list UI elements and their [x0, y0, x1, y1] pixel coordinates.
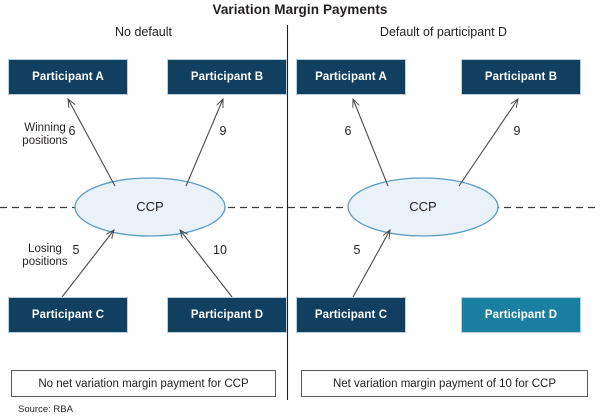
flow-c-to-ccp-right — [352, 230, 390, 298]
caption-default-of-d: Net variation margin payment of 10 for C… — [301, 370, 588, 397]
winning-positions-line2: positions — [22, 135, 68, 147]
page-title: Variation Margin Payments — [212, 2, 388, 17]
node-participant-c-right[interactable]: Participant C — [296, 297, 406, 333]
node-participant-d-left[interactable]: Participant D — [167, 297, 287, 333]
caption-no-default: No net variation margin payment for CCP — [11, 370, 276, 397]
ccp-ellipse-right — [347, 177, 499, 237]
flow-ccp-to-b-right — [458, 99, 518, 187]
flow-value-c-to-ccp-left: 5 — [72, 243, 80, 257]
flow-value-c-to-ccp-right: 5 — [353, 243, 361, 257]
winning-positions-label: Winning positions — [6, 122, 84, 148]
flow-ccp-to-b-left — [185, 99, 224, 187]
flow-value-ccp-to-a-right: 6 — [344, 124, 352, 138]
node-participant-b-right[interactable]: Participant B — [461, 59, 581, 95]
flow-ccp-to-a-left — [68, 99, 116, 187]
node-participant-a-right[interactable]: Participant A — [296, 59, 406, 95]
panel-label-no-default: No default — [115, 25, 172, 39]
losing-positions-line2: positions — [22, 256, 68, 268]
flow-value-d-to-ccp-left: 10 — [213, 243, 227, 257]
ccp-label-right: CCP — [409, 199, 437, 214]
losing-positions-label: Losing positions — [6, 243, 84, 269]
ccp-ellipse-left — [74, 177, 226, 237]
winning-positions-line1: Winning — [24, 122, 66, 134]
flow-value-ccp-to-b-right: 9 — [513, 124, 521, 138]
flow-ccp-to-a-right — [353, 99, 389, 187]
panel-label-default-of-d: Default of participant D — [379, 25, 508, 39]
source-note: Source: RBA — [18, 404, 73, 415]
node-participant-c-left[interactable]: Participant C — [8, 297, 128, 333]
node-participant-a-left[interactable]: Participant A — [8, 59, 128, 95]
flow-value-ccp-to-b-left: 9 — [219, 124, 227, 138]
flow-value-ccp-to-a-left: 6 — [68, 124, 76, 138]
node-participant-b-left[interactable]: Participant B — [167, 59, 287, 95]
losing-positions-line1: Losing — [28, 243, 62, 255]
node-participant-d-right-defaulted[interactable]: Participant D — [461, 297, 581, 333]
flow-c-to-ccp-left — [61, 230, 114, 298]
flow-d-to-ccp-left — [180, 230, 233, 298]
ccp-label-left: CCP — [136, 199, 164, 214]
